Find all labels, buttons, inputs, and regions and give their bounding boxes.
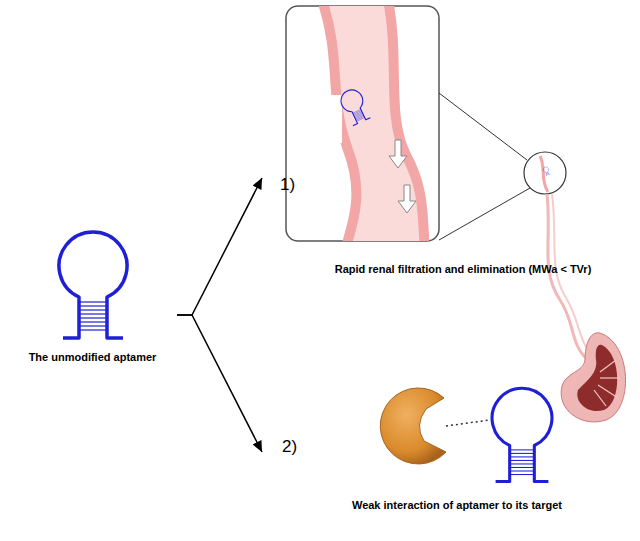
aptamer-drawing (59, 232, 127, 338)
aptamer-label: The unmodified aptamer (10, 351, 175, 365)
zoom-callout (439, 188, 530, 240)
kidney (600, 377, 620, 378)
zoom-callout (524, 152, 566, 194)
zoom-callout (540, 156, 548, 192)
renal-outcome-node: 1) Rapid renal filtration and elimination… (262, 5, 635, 290)
vessel-inset (318, 95, 342, 143)
kidney (600, 360, 616, 372)
zoom-callout (439, 93, 527, 160)
target-protein (380, 388, 446, 464)
outcome-number: 2) (282, 437, 297, 457)
kidney (552, 194, 594, 358)
vessel-inset (388, 6, 425, 241)
kidney (594, 390, 606, 406)
zoom-callout (542, 166, 550, 176)
kidney (561, 333, 625, 422)
split-arrow (177, 315, 262, 452)
vessel-inset (286, 0, 439, 250)
outcome-number: 1) (280, 175, 295, 195)
aptamer-node: The unmodified aptamer (10, 225, 177, 375)
kidney (594, 360, 620, 406)
target-protein (492, 388, 552, 481)
vessel-inset (389, 140, 407, 168)
vessel-inset (318, 6, 425, 241)
target-protein (380, 388, 552, 482)
split-arrow (177, 178, 262, 315)
kidney (547, 194, 626, 422)
outcome-caption: Weak interaction of aptamer to its targe… (307, 499, 607, 513)
vessel-inset (337, 86, 371, 126)
outcome-caption: Rapid renal filtration and elimination (… (293, 263, 633, 277)
vessel-inset (398, 185, 416, 213)
binding-outcome-node: 2) Weak interaction of aptamer to its tar… (262, 365, 634, 535)
target-protein (446, 420, 490, 426)
kidney (572, 360, 588, 390)
kidney (598, 385, 618, 398)
